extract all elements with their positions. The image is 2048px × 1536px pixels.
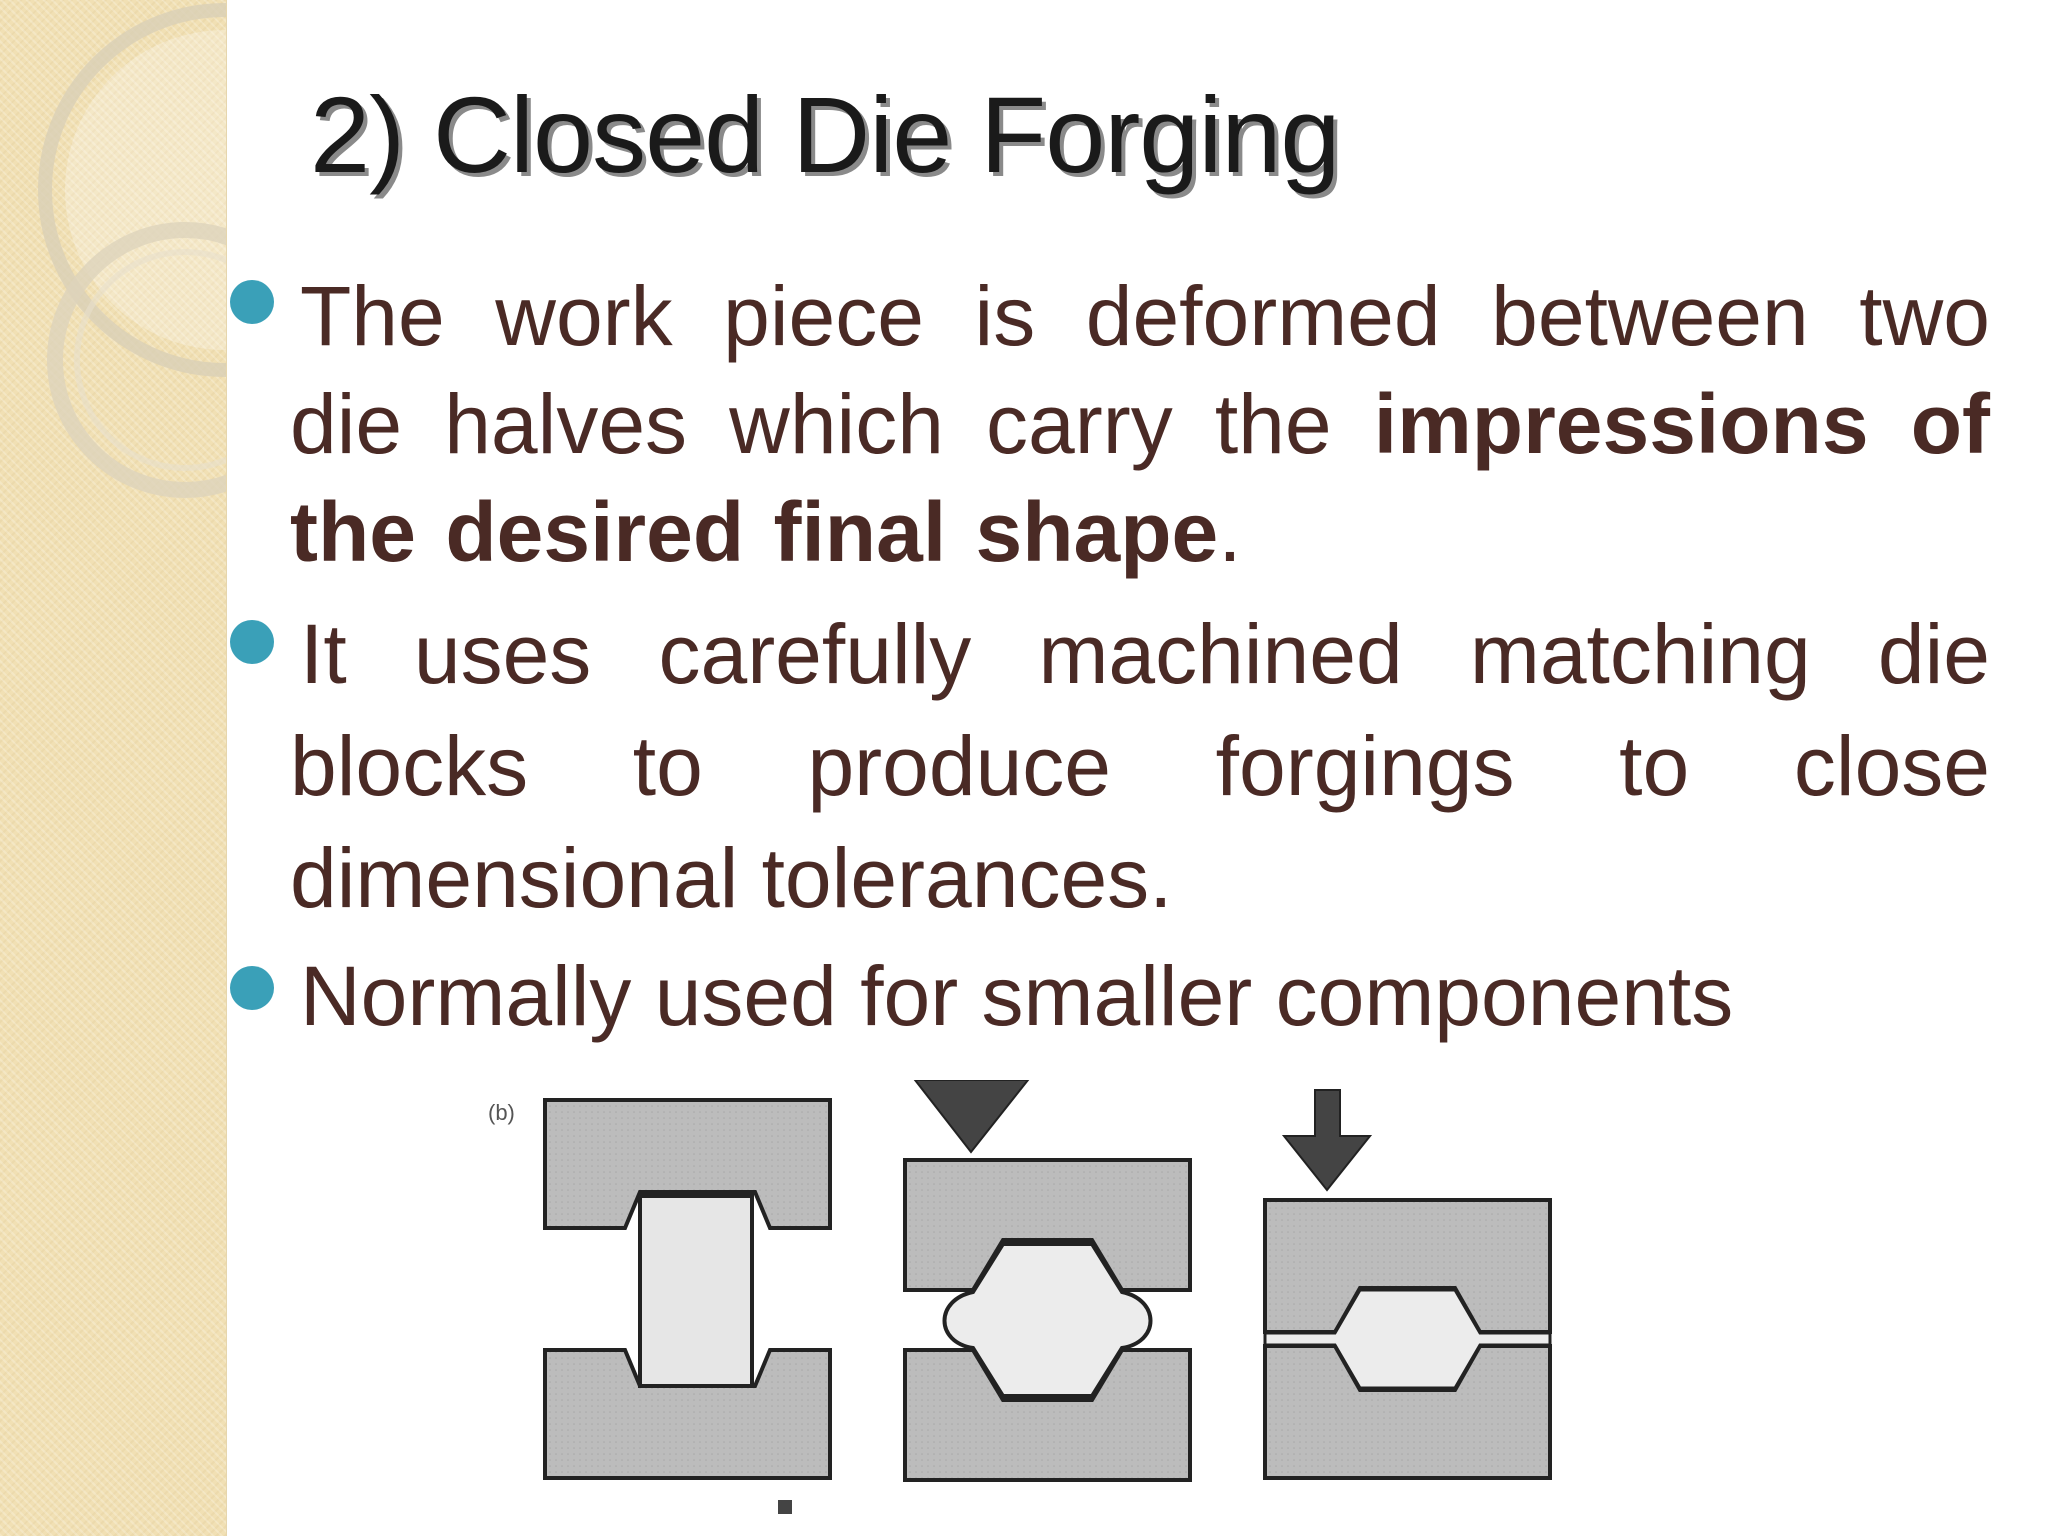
bullet-3-text: Normally used for smaller components bbox=[300, 949, 1734, 1043]
bullet-1-end: . bbox=[1218, 485, 1242, 579]
closed-die-forging-diagram bbox=[543, 1080, 1552, 1514]
stage-1-open-die bbox=[543, 1098, 832, 1480]
bullet-1: The work piece is deformed between two d… bbox=[290, 262, 1990, 586]
bullet-2-text: It uses carefully machined matching die … bbox=[290, 607, 1990, 925]
bullet-dot-icon bbox=[230, 620, 274, 664]
bullet-dot-icon bbox=[230, 280, 274, 324]
bullet-1-text: The work piece is deformed between two d… bbox=[290, 269, 1990, 471]
bullet-1-bold-text: impressions of the desired final shape bbox=[290, 377, 1990, 579]
stage-2-closing-die bbox=[903, 1080, 1192, 1482]
decorative-sidebar bbox=[0, 0, 227, 1536]
stage-3-closed-die bbox=[1263, 1089, 1552, 1480]
bullet-dot-icon bbox=[230, 966, 274, 1010]
bullet-3: Normally used for smaller components bbox=[290, 942, 1990, 1050]
slide-title: 2) Closed Die Forging bbox=[310, 74, 1340, 195]
decorative-circles-icon bbox=[38, 3, 226, 498]
bullet-2: It uses carefully machined matching die … bbox=[290, 598, 1990, 934]
figure-label: (b) bbox=[488, 1100, 515, 1125]
